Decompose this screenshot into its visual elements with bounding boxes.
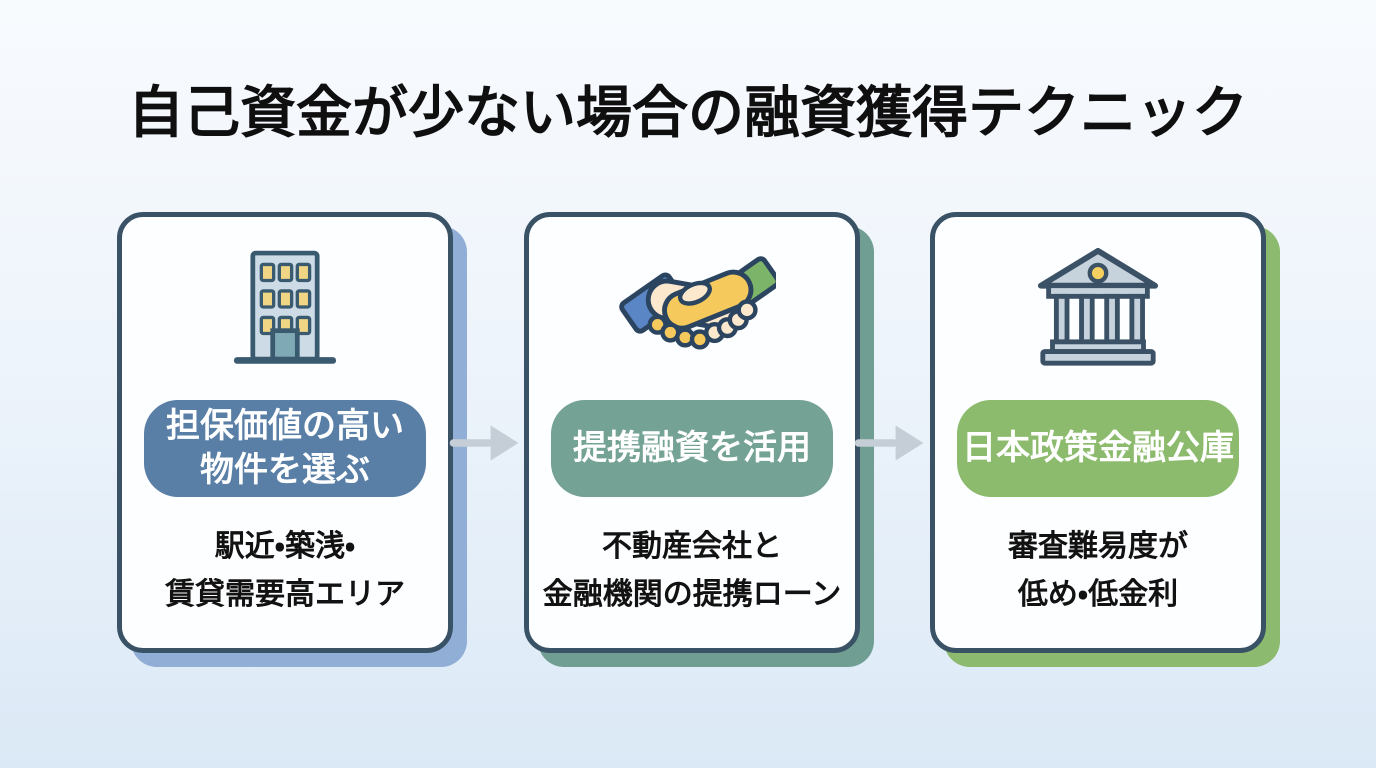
step-card-property: 担保価値の高い 物件を選ぶ 駅近・築浅・ 賃貸需要高エリア (117, 212, 453, 653)
handshake-icon (619, 256, 776, 350)
pill-label-line: 物件を選ぶ (200, 450, 370, 489)
step-icon-wrap (529, 217, 855, 397)
step-icon-wrap (935, 217, 1261, 397)
arrow-right-icon (854, 425, 924, 461)
building-icon (233, 250, 337, 364)
bank-icon (1037, 247, 1159, 366)
step-card-jfc: 日本政策金融公庫 審査難易度が 低め・低金利 (930, 212, 1266, 653)
description-line: 賃貸需要高エリア (165, 578, 405, 611)
pill-label-line: 提携融資を活用 (573, 428, 811, 467)
pill-label-line: 担保価値の高い (166, 406, 404, 445)
step-description: 審査難易度が 低め・低金利 (935, 523, 1261, 619)
step-description: 不動産会社と 金融機関の提携ローン (529, 523, 855, 619)
description-line: 低め・低金利 (1017, 578, 1179, 611)
description-line: 金融機関の提携ローン (542, 578, 842, 611)
step-icon-wrap (122, 217, 448, 397)
pill-label-line: 日本政策金融公庫 (962, 428, 1234, 467)
description-line: 駅近・築浅・ (214, 530, 356, 563)
description-line: 不動産会社と (602, 530, 782, 563)
description-line: 審査難易度が (1008, 530, 1188, 563)
step-description: 駅近・築浅・ 賃貸需要高エリア (122, 523, 448, 619)
step-card-partnership-loan: 提携融資を活用 不動産会社と 金融機関の提携ローン (524, 212, 860, 653)
step-pill-label: 担保価値の高い 物件を選ぶ (144, 400, 426, 497)
step-pill-label: 日本政策金融公庫 (957, 400, 1239, 497)
arrow-right-icon (449, 425, 519, 461)
step-pill-label: 提携融資を活用 (551, 400, 833, 497)
page-title: 自己資金が少ない場合の融資獲得テクニック (128, 81, 1248, 144)
